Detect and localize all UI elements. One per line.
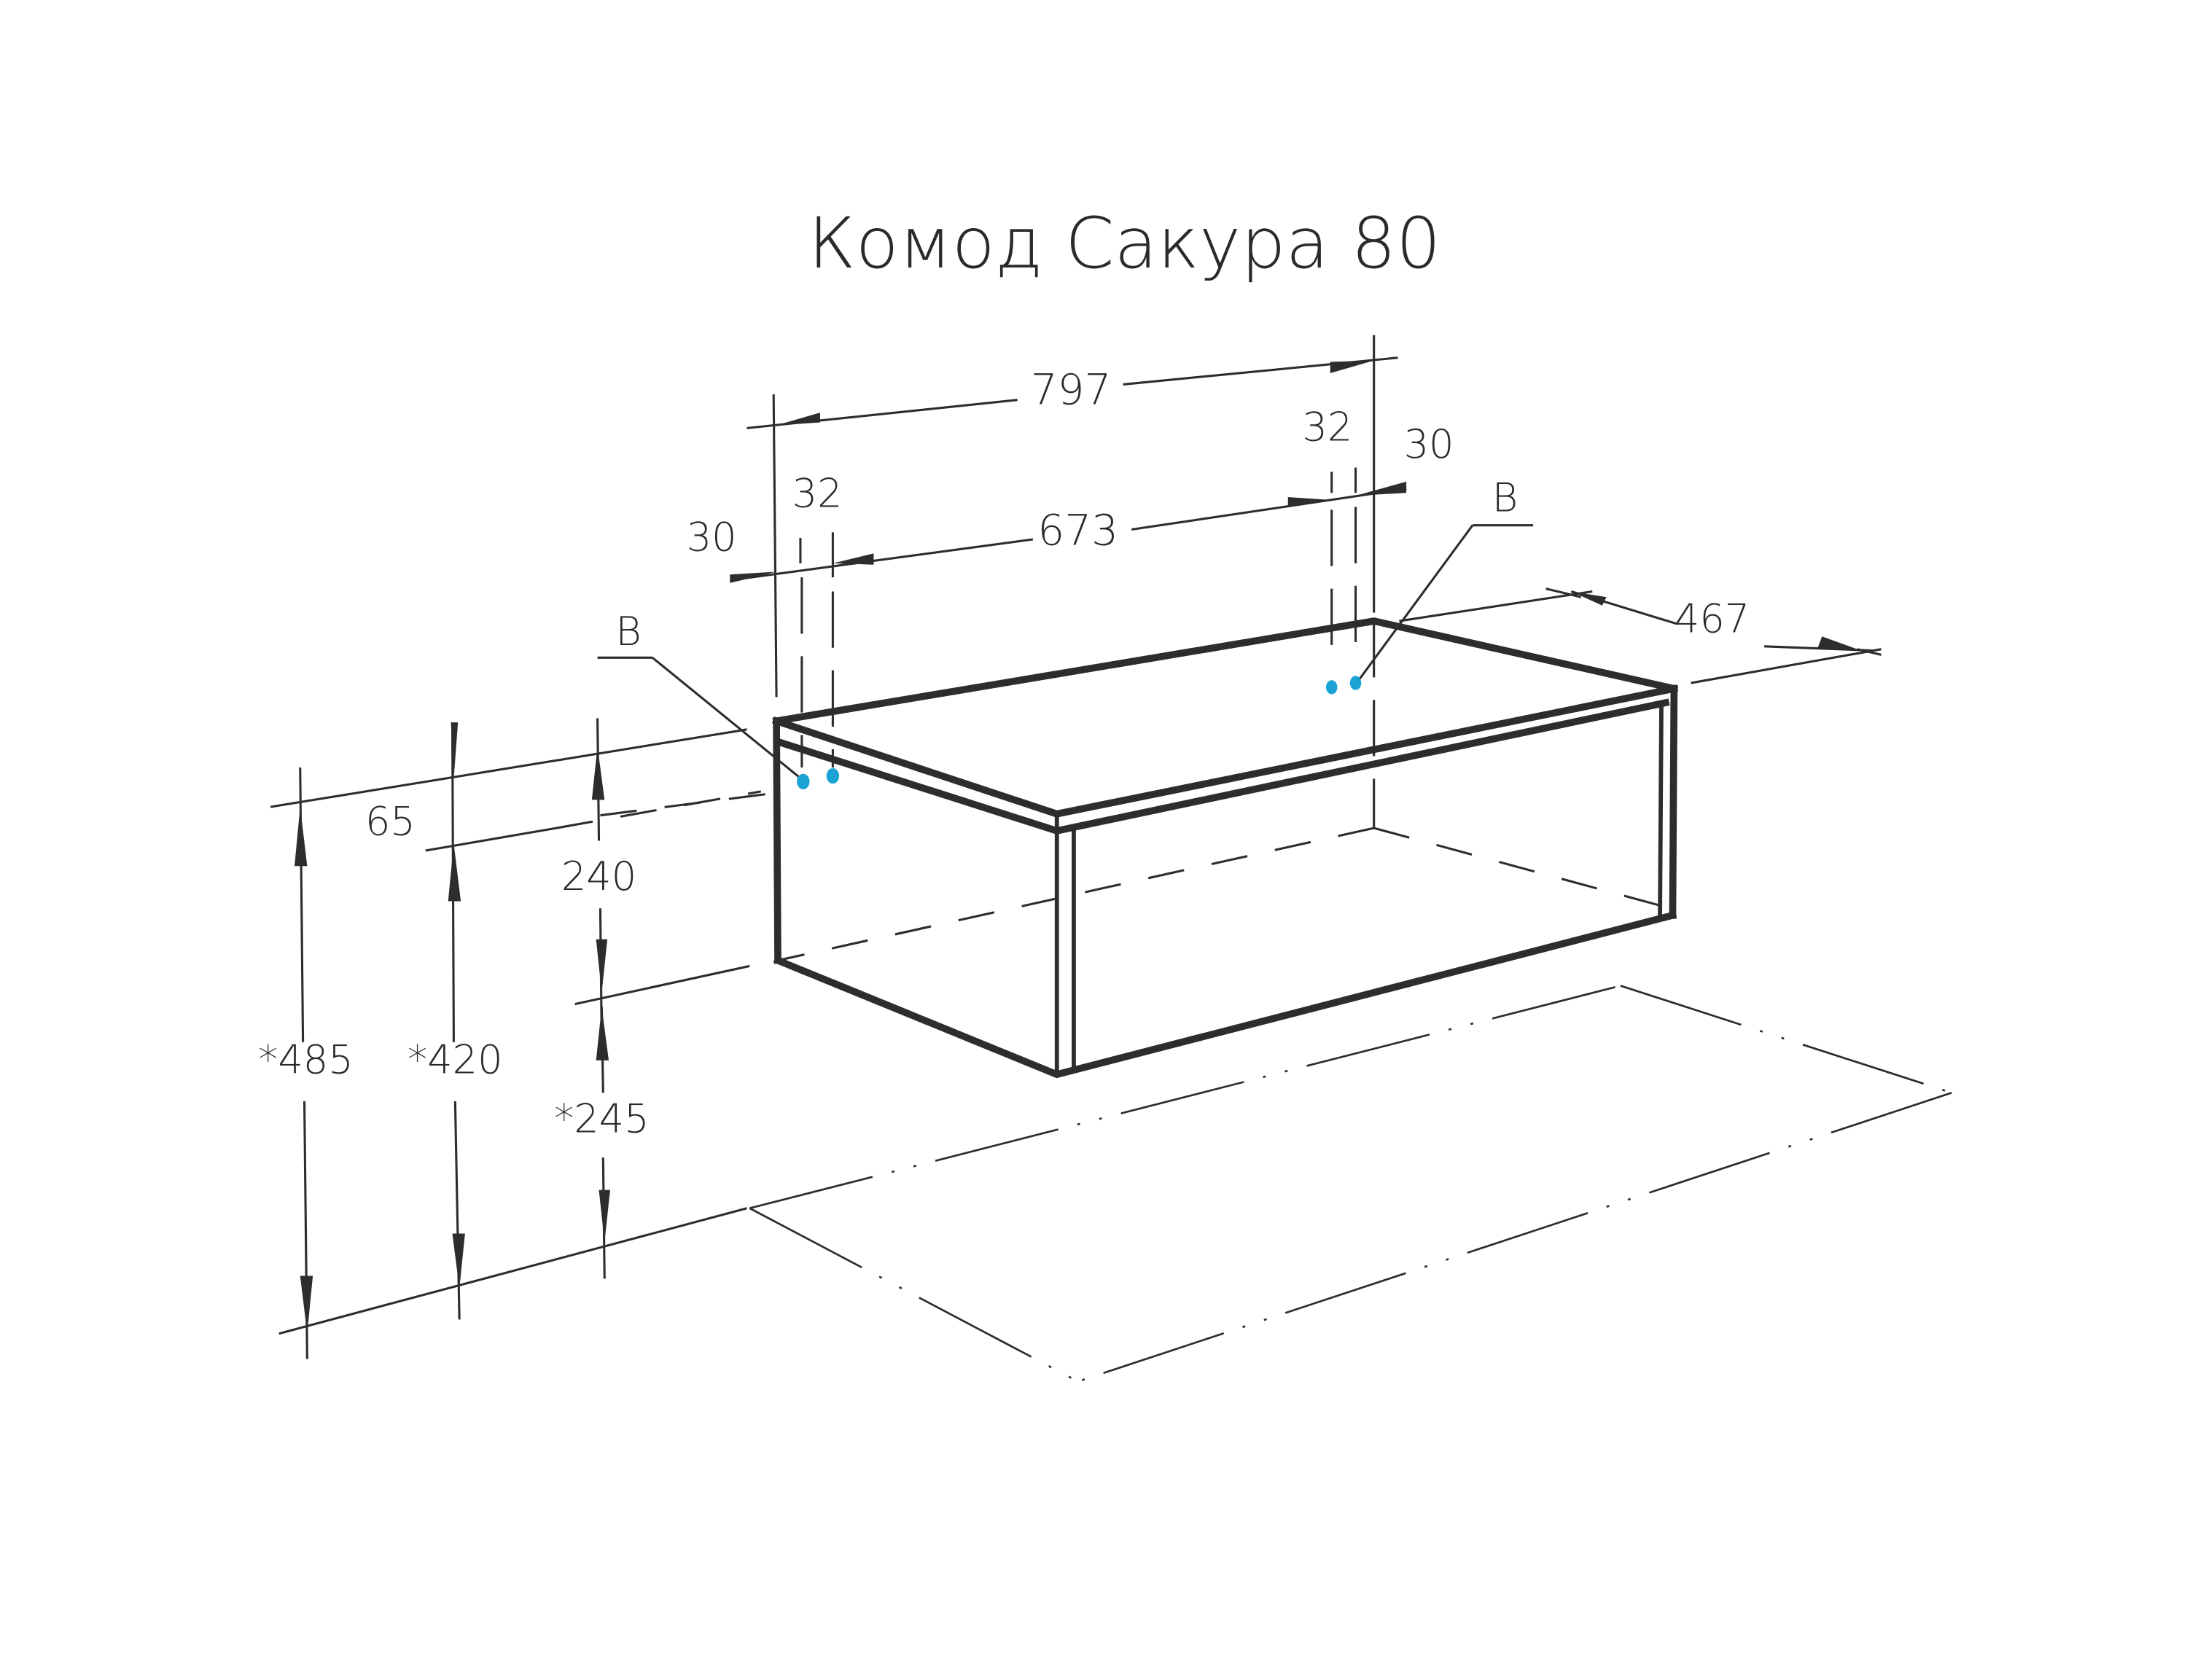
- dim-65: 65: [365, 799, 416, 845]
- height-dimensions: *485 *420 65 240 *245: [258, 718, 762, 1359]
- dimension-depth: 467: [1399, 587, 1882, 684]
- mount-point-icon: [1349, 676, 1362, 690]
- dim-32-right: 32: [1302, 405, 1352, 450]
- mount-point-icon: [826, 767, 840, 784]
- dim-245: *245: [554, 1095, 649, 1141]
- dim-240: 240: [561, 853, 636, 899]
- dim-467: 467: [1675, 596, 1750, 642]
- dimension-overall-width: 797: [746, 335, 1398, 698]
- label-b-left: B: [615, 609, 641, 655]
- dim-30-right: 30: [1404, 421, 1454, 467]
- dim-32-left: 32: [792, 471, 843, 517]
- drawing-title: Комод Сакура 80: [808, 202, 1441, 284]
- label-b-right: B: [1492, 474, 1518, 520]
- dim-673: 673: [1037, 506, 1118, 555]
- mount-point-icon: [1325, 680, 1338, 695]
- dimension-mount-spacing: 673 30 32 32 30: [687, 405, 1454, 767]
- mount-point-icon: [797, 773, 810, 789]
- dim-420: *420: [408, 1036, 502, 1082]
- mount-points-right: B: [1325, 474, 1534, 695]
- dim-797: 797: [1031, 365, 1112, 415]
- floor-outline: [749, 985, 1952, 1383]
- mount-points-left: B: [597, 609, 840, 789]
- dim-30-left: 30: [687, 514, 737, 560]
- dim-485: *485: [258, 1036, 353, 1082]
